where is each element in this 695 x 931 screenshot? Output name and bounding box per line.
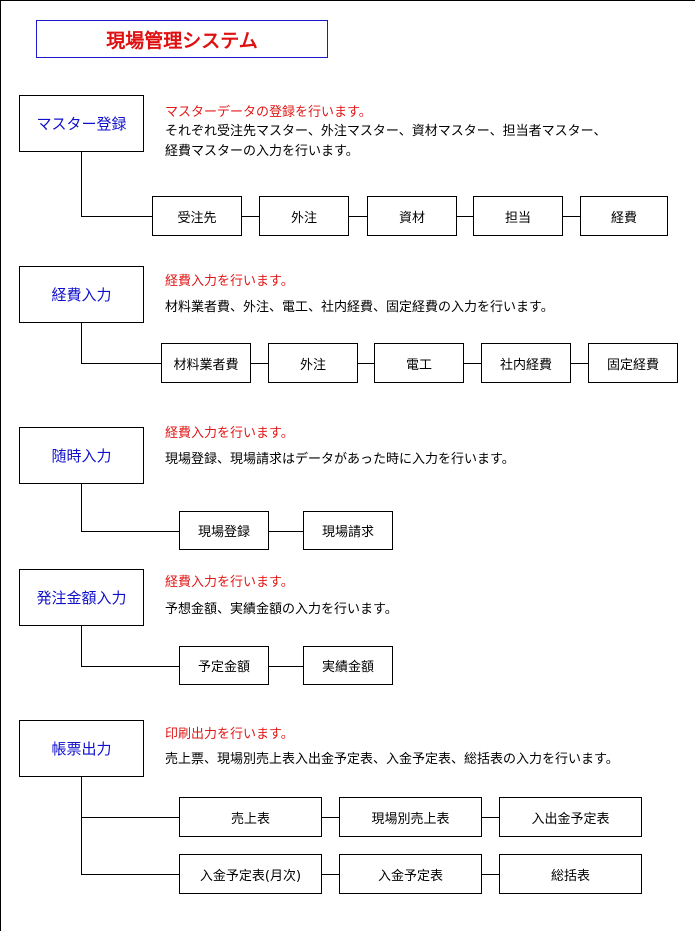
submenu-button[interactable]: 実績金額 xyxy=(303,646,393,685)
section-button-5[interactable]: 帳票出力 xyxy=(19,720,144,777)
section-button-1[interactable]: マスター登録 xyxy=(19,95,144,152)
section-description: 現場登録、現場請求はデータがあった時に入力を行います。 xyxy=(165,452,515,467)
submenu-button[interactable]: 社内経費 xyxy=(481,343,571,383)
connector-line xyxy=(482,817,499,818)
submenu-button[interactable]: 現場登録 xyxy=(179,511,269,550)
section-button-4[interactable]: 発注金額入力 xyxy=(19,569,144,626)
connector-line xyxy=(464,363,481,364)
section-note: 経費入力を行います。 xyxy=(165,575,294,590)
submenu-button[interactable]: 外注 xyxy=(268,343,358,383)
connector-line xyxy=(81,874,179,875)
connector-line xyxy=(322,817,339,818)
submenu-button[interactable]: 固定経費 xyxy=(588,343,678,383)
connector-line xyxy=(81,323,82,363)
submenu-button[interactable]: 現場別売上表 xyxy=(339,797,482,837)
section-button-2[interactable]: 経費入力 xyxy=(19,266,144,323)
submenu-button[interactable]: 入金予定表(月次) xyxy=(179,854,322,894)
connector-line xyxy=(457,216,473,217)
connector-line xyxy=(269,665,303,667)
submenu-button[interactable]: 担当 xyxy=(473,196,563,236)
section-description: 予想金額、実績金額の入力を行います。 xyxy=(165,602,398,617)
submenu-button[interactable]: 売上表 xyxy=(179,797,322,837)
section-note: 経費入力を行います。 xyxy=(165,426,294,441)
page-title: 現場管理システム xyxy=(36,20,328,58)
connector-line xyxy=(81,777,82,874)
submenu-button[interactable]: 受注先 xyxy=(152,196,242,236)
connector-line xyxy=(269,530,303,532)
connector-line xyxy=(358,363,374,364)
connector-line xyxy=(81,665,179,667)
connector-line xyxy=(81,817,179,818)
submenu-button[interactable]: 資材 xyxy=(367,196,457,236)
submenu-button[interactable]: 予定金額 xyxy=(179,646,269,685)
submenu-button[interactable]: 外注 xyxy=(259,196,349,236)
connector-line xyxy=(322,874,339,875)
submenu-button[interactable]: 電工 xyxy=(374,343,464,383)
section-note: 印刷出力を行います。 xyxy=(165,727,294,742)
section-note: 経費入力を行います。 xyxy=(165,274,294,289)
connector-line xyxy=(251,363,268,364)
connector-line xyxy=(482,874,499,875)
section-button-3[interactable]: 随時入力 xyxy=(19,427,144,484)
submenu-button[interactable]: 総括表 xyxy=(499,854,642,894)
connector-line xyxy=(81,530,179,532)
section-description: 売上票、現場別売上表入出金予定表、入金予定表、総括表の入力を行います。 xyxy=(165,752,619,767)
submenu-button[interactable]: 入出金予定表 xyxy=(499,797,642,837)
connector-line xyxy=(349,216,367,217)
submenu-button[interactable]: 入金予定表 xyxy=(339,854,482,894)
connector-line xyxy=(81,152,82,216)
connector-line xyxy=(81,363,161,364)
connector-line xyxy=(81,626,82,666)
connector-line xyxy=(242,216,259,217)
section-description: 材料業者費、外注、電工、社内経費、固定経費の入力を行います。 xyxy=(165,300,554,315)
connector-line xyxy=(571,363,588,364)
connector-line xyxy=(81,216,152,217)
submenu-button[interactable]: 経費 xyxy=(580,196,668,236)
connector-line xyxy=(81,484,82,531)
section-description: それぞれ受注先マスター、外注マスター、資材マスター、担当者マスター、 xyxy=(165,124,607,139)
section-note: マスターデータの登録を行います。 xyxy=(165,105,372,120)
section-description: 経費マスターの入力を行います。 xyxy=(165,144,359,159)
connector-line xyxy=(563,216,580,217)
submenu-button[interactable]: 材料業者費 xyxy=(161,343,251,383)
submenu-button[interactable]: 現場請求 xyxy=(303,511,393,550)
